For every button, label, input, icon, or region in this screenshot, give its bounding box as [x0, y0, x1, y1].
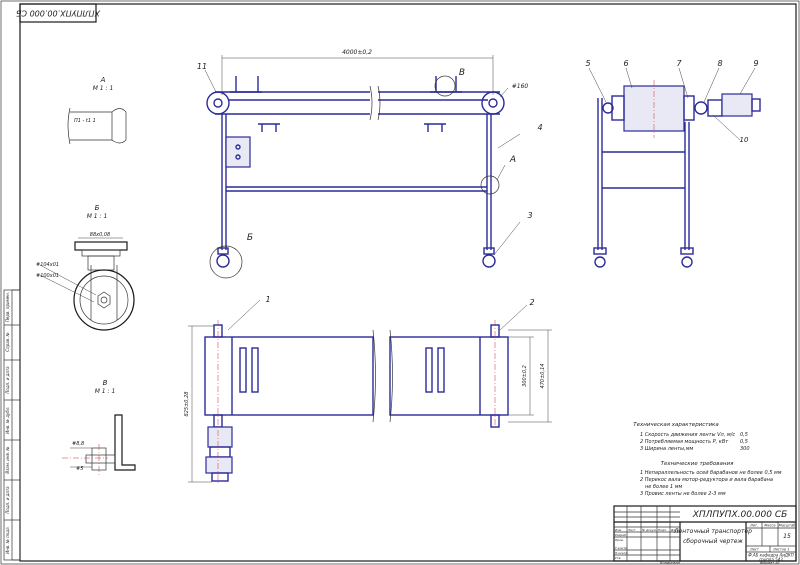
strip-label-0: Перв. примен.	[5, 292, 10, 322]
tech-specs: Техническая характеристика 1 Скорость дв…	[633, 422, 749, 452]
req-item-3: не более 1 мм	[645, 484, 683, 490]
side-callout-6: 6	[623, 59, 628, 68]
specs-item-2: 2 Потребляемая мощность Р, кВт	[640, 439, 729, 445]
specs-value-3: 300	[740, 446, 750, 452]
top-callout-2: 2	[529, 298, 534, 307]
view-v-scale: М 1 : 1	[95, 388, 116, 395]
front-view: 4000±0,2	[197, 49, 543, 279]
titleblock-row-sign: Подп.	[658, 528, 667, 532]
view-b-dim2: #104x01	[36, 262, 59, 268]
titleblock-lit-hdr: Лит.	[749, 524, 758, 528]
titleblock-row-izm: Изм.	[615, 528, 622, 532]
titleblock-sheets: Листов 1	[772, 548, 789, 552]
strip-label-5: Подп. и дата	[5, 486, 10, 514]
view-v-dim2: #5	[76, 466, 83, 472]
top-dim-width: 300±0,2	[522, 365, 528, 387]
view-b: Б М 1 : 1 88x0,08 #104x01 #100x01	[36, 204, 135, 331]
side-callout-9: 9	[753, 59, 758, 68]
titleblock-row-utv: Утв.	[615, 556, 621, 560]
titleblock-scale: 15	[783, 533, 791, 540]
rotated-stamp-code: ХПЛПУПХ.00.000 СБ	[15, 9, 101, 18]
titleblock-mass-hdr: Масса	[764, 524, 775, 528]
titleblock-name2: сборочный чертеж	[683, 538, 743, 545]
strip-label-1: Справ. №	[5, 332, 10, 351]
req-item-1: 1 Непараллельность осей барабанов не бол…	[640, 470, 782, 476]
front-diameter: #160	[512, 83, 529, 90]
titleblock-name1: Ленточный транспортер	[673, 528, 752, 535]
left-strip: Перв. примен. Справ. № Подп. и дата Инв.…	[3, 289, 21, 561]
titleblock-row-nkontr: Н.контр.	[615, 551, 628, 555]
view-b-dim1: 88x0,08	[90, 232, 110, 238]
titleblock-scale-hdr: Масштаб	[779, 524, 796, 528]
specs-item-3: 3 Ширина ленты,мм	[640, 446, 693, 452]
strip-label-4: Взам. инв. №	[5, 446, 10, 473]
side-callout-7: 7	[676, 59, 682, 68]
callout-view-a: А	[509, 155, 516, 165]
titleblock-row-date: Дата	[670, 528, 679, 532]
rotated-stamp-box	[19, 3, 97, 23]
view-a-scale: М 1 : 1	[93, 85, 114, 92]
strip-label-2: Подп. и дата	[5, 366, 10, 394]
title-block: ХПЛПУПХ.00.000 СБ Ленточный транспортер …	[613, 505, 797, 562]
callout-view-b: Б	[247, 233, 253, 243]
footer-copied: Копировал	[660, 561, 681, 565]
titleblock-sheet: Лист	[749, 548, 760, 552]
callout-3: 3	[527, 211, 532, 220]
view-a: А М 1 : 1 П1 - t1 1	[67, 76, 127, 145]
titleblock-code: ХПЛПУПХ.00.000 СБ	[692, 510, 788, 520]
side-callout-5: 5	[585, 59, 590, 68]
req-item-4: 3 Провис ленты не более 2-3 мм	[640, 491, 726, 497]
view-b-label: Б	[95, 204, 100, 212]
view-a-note: П1 - t1 1	[74, 118, 96, 124]
callout-view-v: В	[459, 68, 465, 78]
titleblock-row-razrab: Разраб.	[615, 533, 627, 537]
view-v-label: В	[103, 379, 108, 387]
view-v: В М 1 : 1 #8,8 #5	[62, 379, 136, 476]
top-dim-height: 825±0,28	[184, 392, 190, 417]
req-item-2: 2 Перекос вала мотор-редуктора и вала ба…	[640, 477, 773, 483]
view-b-dim3: #100x01	[36, 273, 59, 279]
titleblock-row-tkontr: Т.контр.	[615, 546, 628, 550]
callout-4: 4	[537, 123, 542, 132]
req-title: Технические требования	[661, 461, 734, 467]
strip-label-6: Инв. № подл.	[5, 526, 10, 554]
titleblock-org1: Ф.АБ кафедра АиДКП	[748, 553, 794, 558]
top-view: 1 2 300±0,2 470±0,14 825±0,28	[184, 295, 552, 485]
side-callout-10: 10	[740, 136, 749, 144]
view-v-dim1: #8,8	[72, 441, 84, 447]
view-a-label: А	[100, 76, 106, 84]
view-b-scale: М 1 : 1	[87, 213, 108, 220]
top-callout-1: 1	[265, 295, 270, 304]
specs-value-2: 0,5	[740, 439, 748, 445]
specs-item-1: 1 Скорость движения ленты Vл, м/с	[640, 432, 735, 438]
strip-label-3: Инв. № дубл.	[5, 406, 10, 433]
footer-format: Формат А1	[760, 561, 780, 565]
front-length-dim: 4000±0,2	[342, 49, 372, 56]
side-callout-8: 8	[717, 59, 722, 68]
titleblock-row-list: Лист	[627, 528, 636, 532]
specs-title: Техническая характеристика	[633, 422, 719, 428]
callout-11: 11	[197, 62, 207, 71]
specs-value-1: 0,5	[740, 432, 748, 438]
titleblock-row-doc: № докум.	[641, 528, 657, 532]
titleblock-org2: группа 543	[759, 557, 783, 562]
inner-frame	[19, 3, 797, 562]
top-dim-total: 470±0,14	[540, 364, 546, 389]
titleblock-row-prov: Пров.	[615, 538, 624, 542]
tech-requirements: Технические требования 1 Непараллельност…	[640, 461, 782, 497]
side-view: 5 6 7 8 9 10	[585, 59, 761, 268]
